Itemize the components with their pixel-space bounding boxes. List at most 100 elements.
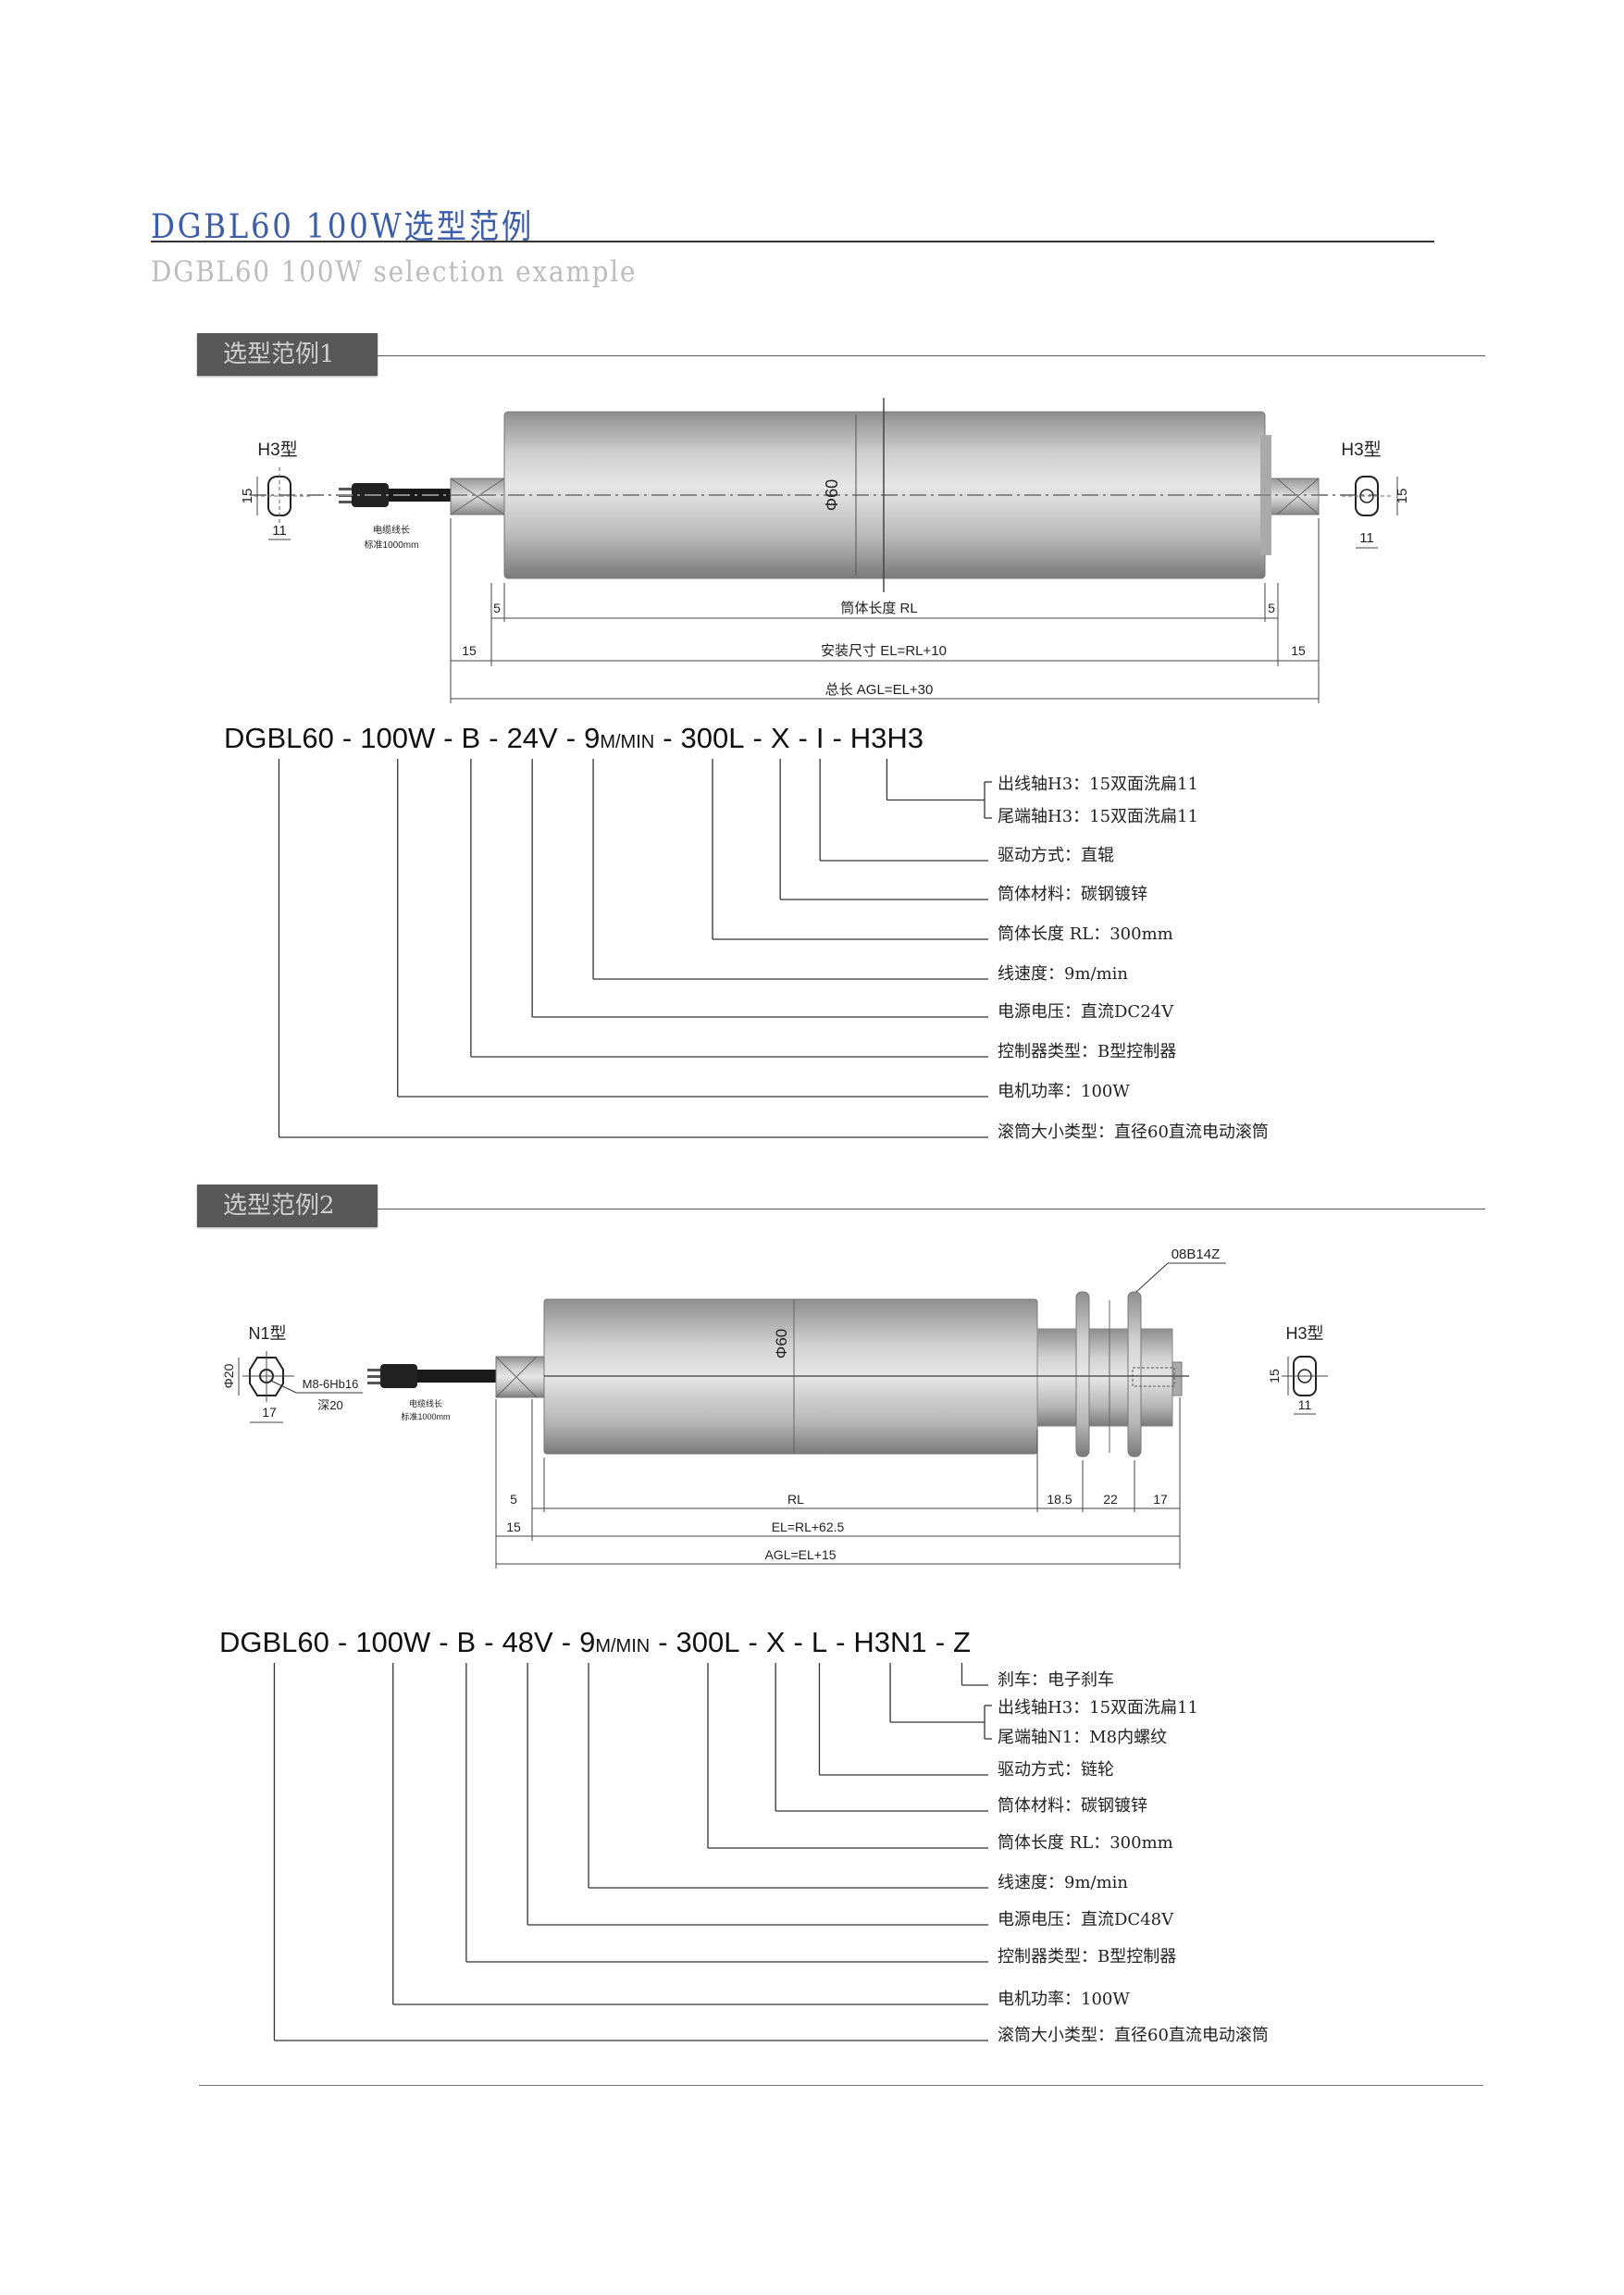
svg-text:电缆线长: 电缆线长 (373, 524, 410, 536)
legend-label: 出线轴H3：15双面洗扁11 (998, 1698, 1198, 1718)
sprocket-label: 08B14Z (1172, 1247, 1221, 1262)
page-title: DGBL60 100W选型范例 (151, 208, 534, 246)
svg-text:22: 22 (1103, 1492, 1118, 1507)
code-segment: 300L (680, 722, 745, 754)
code-segment: M/MIN (595, 1636, 651, 1656)
section-divider-1 (378, 355, 1485, 356)
roller-drawing-1: Φ60 H3型 15 11 电缆线长 标准1000mm H3型 15 11 5 … (240, 398, 1410, 703)
code-separator: - (337, 1626, 348, 1658)
code-segment: X (765, 1626, 786, 1658)
legend-label: 电源电压：直流DC48V (998, 1910, 1174, 1929)
legend-label: 筒体长度 RL：300mm (998, 924, 1173, 944)
code-segment: M/MIN (600, 732, 655, 752)
svg-text:深20: 深20 (317, 1398, 342, 1412)
svg-text:标准1000mm: 标准1000mm (401, 1411, 450, 1421)
cable-connector-icon (367, 1364, 496, 1388)
code-segment: 100W (355, 1626, 431, 1658)
code-segment: X (770, 722, 790, 754)
svg-text:安装尺寸 EL=RL+10: 安装尺寸 EL=RL+10 (821, 643, 947, 659)
legend-label: 电机功率：100W (998, 1990, 1130, 2009)
svg-text:17: 17 (262, 1405, 277, 1420)
svg-text:标准1000mm: 标准1000mm (365, 540, 419, 551)
code-segment: I (815, 722, 824, 754)
code-segment: 9 (584, 722, 601, 754)
svg-text:5: 5 (1268, 601, 1275, 615)
legend-label: 控制器类型：B型控制器 (998, 1042, 1177, 1061)
svg-text:18.5: 18.5 (1047, 1492, 1072, 1507)
code-segment: H3N1 (853, 1626, 927, 1658)
title-divider (151, 241, 1434, 242)
code-separator: - (561, 1626, 572, 1658)
code-separator: - (663, 722, 673, 754)
legend-label: 出线轴H3：15双面洗扁11 (998, 775, 1198, 794)
svg-text:15: 15 (1267, 1369, 1282, 1383)
code-separator: - (798, 722, 808, 754)
svg-text:RL: RL (787, 1492, 804, 1507)
svg-text:M8-6Hb16: M8-6Hb16 (303, 1377, 359, 1391)
code-separator: - (489, 722, 499, 754)
left-shaft (495, 1356, 545, 1398)
footer-divider (199, 2085, 1483, 2086)
code-segment: Z (953, 1626, 971, 1658)
code-separator: - (658, 1626, 668, 1658)
code-segment: L (811, 1626, 828, 1658)
code-segment: DGBL60 (224, 722, 334, 754)
right-end-type-label: H3型 (1341, 440, 1381, 460)
code-separator: - (935, 1626, 946, 1658)
legend-label: 尾端轴H3：15双面洗扁11 (998, 807, 1198, 826)
code-separator: - (752, 722, 762, 754)
section-header-example-2: 选型范例2 (197, 1185, 378, 1227)
diameter-label: Φ60 (773, 1329, 790, 1358)
sprocket-1 (1075, 1291, 1090, 1458)
legend-label: 滚筒大小类型：直径60直流电动滚筒 (998, 1123, 1269, 1142)
svg-text:15: 15 (1291, 643, 1306, 658)
svg-text:11: 11 (272, 523, 287, 539)
legend-label: 控制器类型：B型控制器 (998, 1947, 1177, 1966)
code-segment: B (461, 722, 481, 754)
legend-label: 驱动方式：直辊 (998, 846, 1114, 865)
code-segment: 9 (579, 1626, 596, 1658)
left-end-profile (249, 1357, 284, 1396)
svg-text:EL=RL+62.5: EL=RL+62.5 (772, 1520, 845, 1534)
diameter-label: Φ60 (823, 479, 841, 511)
left-end-type-label: N1型 (248, 1324, 286, 1343)
svg-text:5: 5 (510, 1492, 517, 1507)
svg-text:15: 15 (240, 489, 255, 504)
page-subtitle: DGBL60 100W selection example (151, 255, 638, 289)
code-separator: - (439, 1626, 449, 1658)
svg-text:11: 11 (1298, 1397, 1312, 1412)
legend-label: 筒体材料：碳钢镀锌 (998, 1796, 1147, 1816)
legend-label: 滚筒大小类型：直径60直流电动滚筒 (998, 2026, 1269, 2045)
code-segment: 24V (506, 722, 558, 754)
svg-text:筒体长度 RL: 筒体长度 RL (840, 601, 917, 616)
legend-label: 电机功率：100W (998, 1082, 1130, 1101)
roller-drawing-2: Φ60 08B14Z N1型 Φ20 17 M8-6Hb16 深20 电缆线长 … (221, 1247, 1328, 1569)
svg-text:17: 17 (1153, 1492, 1168, 1507)
svg-text:15: 15 (462, 643, 477, 658)
left-end-type-label: H3型 (257, 440, 297, 460)
svg-text:5: 5 (493, 601, 501, 615)
right-end-type-label: H3型 (1285, 1324, 1323, 1343)
code-segment: B (456, 1626, 477, 1658)
legend-label: 电源电压：直流DC24V (998, 1002, 1174, 1022)
code-separator: - (443, 722, 453, 754)
right-shaft (1264, 478, 1320, 515)
svg-text:15: 15 (1395, 489, 1410, 504)
legend-label: 筒体长度 RL：300mm (998, 1833, 1173, 1853)
svg-text:11: 11 (1359, 530, 1374, 546)
legend-label: 尾端轴N1：M8内螺纹 (998, 1728, 1168, 1747)
legend-label: 驱动方式：链轮 (998, 1760, 1114, 1780)
code-separator: - (565, 722, 576, 754)
svg-text:Φ20: Φ20 (221, 1363, 236, 1388)
code-segment: 300L (676, 1626, 740, 1658)
code-separator: - (748, 1626, 758, 1658)
svg-text:电缆线长: 电缆线长 (409, 1398, 442, 1408)
code-separator: - (793, 1626, 803, 1658)
code-separator: - (836, 1626, 846, 1658)
section-header-example-1: 选型范例1 (197, 333, 378, 376)
sprocket-hub (1036, 1328, 1173, 1427)
code-segment: 100W (360, 722, 436, 754)
